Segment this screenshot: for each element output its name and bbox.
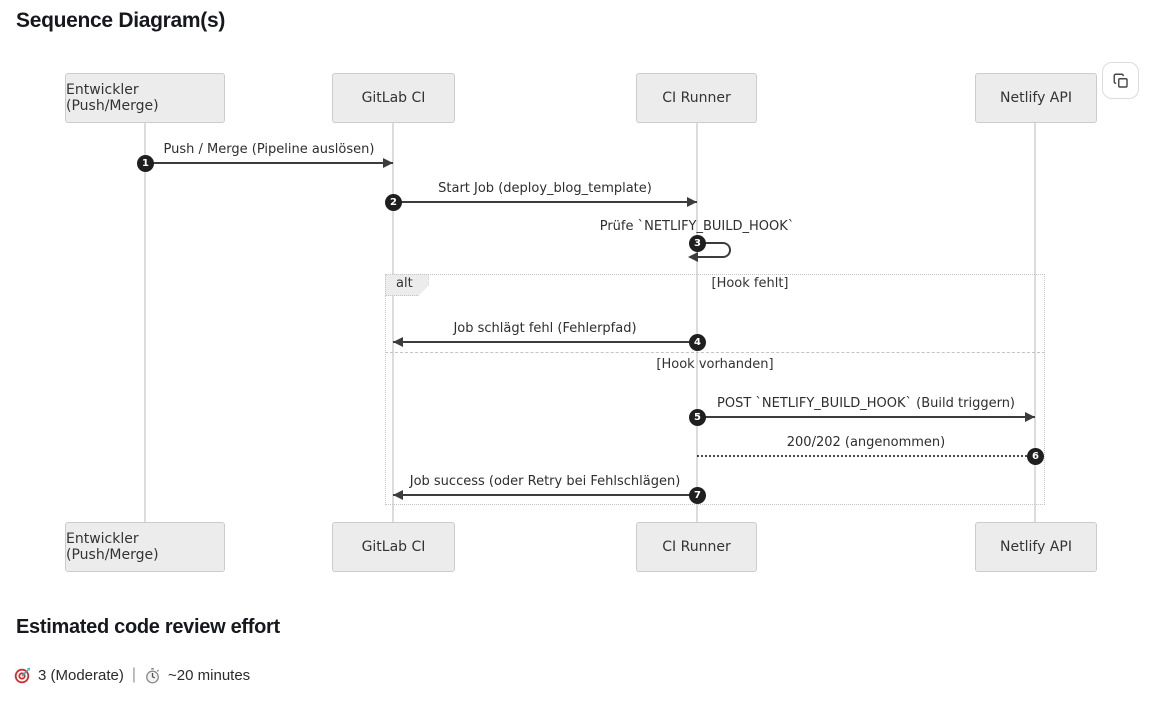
review-duration: ~20 minutes xyxy=(168,666,251,684)
message-line xyxy=(145,162,393,164)
copy-icon xyxy=(1112,72,1130,90)
alt-divider xyxy=(385,352,1045,353)
arrowhead xyxy=(688,252,698,262)
message-number: 6 xyxy=(1027,448,1044,465)
message-line xyxy=(697,455,1035,457)
message-label: POST `NETLIFY_BUILD_HOOK` (Build trigger… xyxy=(716,396,1016,411)
actor-box-runner-bottom: CI Runner xyxy=(636,522,757,572)
message-line xyxy=(393,201,697,203)
alt-condition-1: [Hook fehlt] xyxy=(711,276,789,291)
alt-fragment-frame xyxy=(385,274,1045,505)
message-number: 3 xyxy=(689,235,706,252)
page-title: Sequence Diagram(s) xyxy=(16,9,226,32)
actor-box-netlify-bottom: Netlify API xyxy=(975,522,1097,572)
message-label: Start Job (deploy_blog_template) xyxy=(438,181,652,196)
message-number: 7 xyxy=(689,487,706,504)
actor-box-runner-top: CI Runner xyxy=(636,73,757,123)
actor-box-netlify-top: Netlify API xyxy=(975,73,1097,123)
arrowhead xyxy=(393,337,403,347)
review-effort-heading: Estimated code review effort xyxy=(16,616,280,638)
arrowhead xyxy=(393,490,403,500)
actor-box-gitlab-bottom: GitLab CI xyxy=(332,522,455,572)
review-effort-line: 3 (Moderate) | ~20 minutes xyxy=(14,663,250,687)
message-label: Push / Merge (Pipeline auslösen) xyxy=(163,142,375,157)
message-number: 5 xyxy=(689,409,706,426)
message-number: 1 xyxy=(137,155,154,172)
actor-box-dev-top: Entwickler (Push/Merge) xyxy=(65,73,225,123)
actor-box-gitlab-top: GitLab CI xyxy=(332,73,455,123)
copy-button[interactable] xyxy=(1102,62,1139,99)
message-number: 2 xyxy=(385,194,402,211)
self-message-loop xyxy=(697,242,731,258)
message-label: Job success (oder Retry bei Fehlschlägen… xyxy=(409,474,681,489)
alt-fragment-label: alt xyxy=(385,274,429,296)
message-line xyxy=(393,341,697,343)
lifeline-netlify xyxy=(1034,123,1036,523)
message-number: 4 xyxy=(689,334,706,351)
arrowhead xyxy=(1025,412,1035,422)
lifeline-gitlab xyxy=(392,123,394,523)
separator: | xyxy=(131,666,137,683)
review-score: 3 (Moderate) xyxy=(38,666,124,684)
message-label: Job schlägt fehl (Fehlerpfad) xyxy=(453,321,637,336)
actor-box-dev-bottom: Entwickler (Push/Merge) xyxy=(65,522,225,572)
lifeline-runner xyxy=(696,123,698,523)
message-line xyxy=(697,416,1035,418)
message-line xyxy=(393,494,697,496)
arrowhead xyxy=(687,197,697,207)
stopwatch-icon xyxy=(144,667,161,684)
alt-condition-2: [Hook vorhanden] xyxy=(656,357,774,372)
message-label: Prüfe `NETLIFY_BUILD_HOOK` xyxy=(599,219,795,234)
target-icon xyxy=(14,667,31,684)
arrowhead xyxy=(383,158,393,168)
lifeline-dev xyxy=(144,123,146,523)
message-label: 200/202 (angenommen) xyxy=(786,435,946,450)
